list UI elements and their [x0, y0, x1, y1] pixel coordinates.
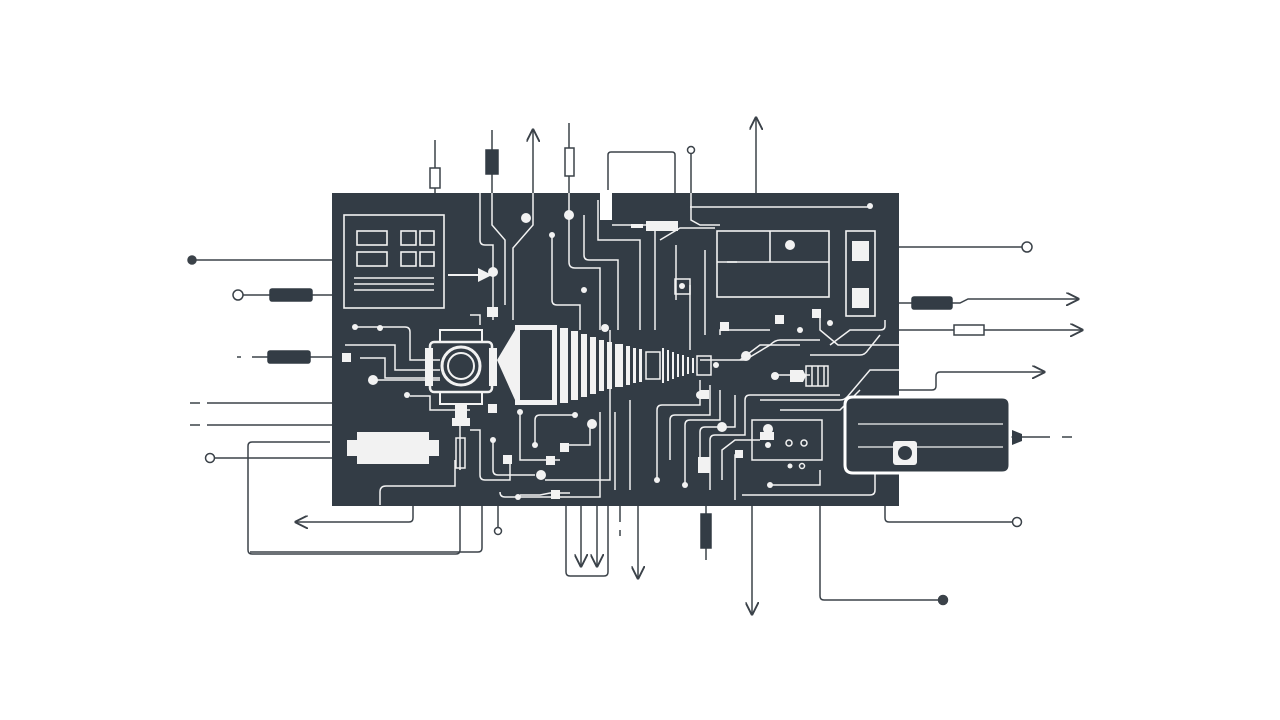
top-terminals: [429, 118, 756, 193]
external-wiring: [187, 118, 1082, 614]
resistor-bottom: [455, 437, 466, 469]
cone-coupling-icon: [497, 325, 712, 405]
resistor-top: [631, 221, 678, 231]
board-traces: [345, 193, 899, 505]
display-panel-left: [343, 214, 498, 309]
battery-pack-icon: [843, 395, 1022, 475]
left-terminals: [187, 255, 332, 464]
display-panel-right: [716, 230, 876, 317]
gear-motor-icon: [425, 329, 497, 426]
right-terminals: [899, 241, 1082, 438]
node-dots: [352, 203, 873, 500]
control-module-icon: [751, 419, 823, 470]
board-components: [342, 203, 1022, 500]
bottom-terminals: [247, 441, 1023, 614]
capacitor-icon: [347, 432, 439, 464]
sensor-pad-icon: [674, 278, 691, 295]
node-pads: [342, 307, 821, 499]
connector-block-icon: [790, 365, 829, 387]
